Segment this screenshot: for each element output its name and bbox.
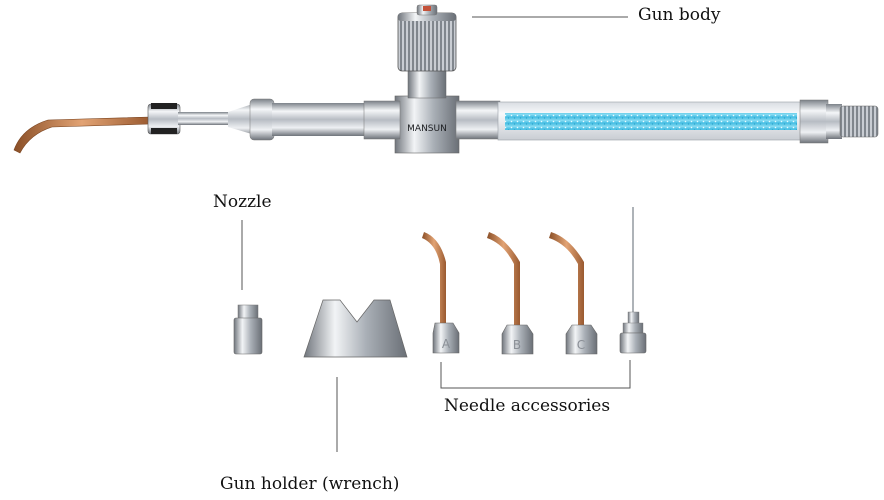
wrench-part bbox=[303, 299, 408, 358]
gun-body-label: Gun body bbox=[638, 5, 721, 25]
end-knurl bbox=[839, 105, 879, 138]
nozzle-label: Nozzle bbox=[213, 192, 272, 212]
fine-needle bbox=[619, 207, 647, 354]
gun-holder-label: Gun holder (wrench) bbox=[220, 474, 400, 494]
blue-filter bbox=[505, 113, 797, 130]
knurled-knob bbox=[397, 12, 457, 72]
nozzle-part bbox=[233, 304, 263, 355]
airbrush-gun: MANSUN bbox=[13, 4, 879, 154]
valve-block bbox=[394, 95, 460, 154]
needle-b: B bbox=[487, 232, 534, 355]
needle-b-letter: B bbox=[513, 338, 521, 352]
brand-text: MANSUN bbox=[407, 124, 447, 134]
needle-c: C bbox=[549, 232, 598, 355]
needle-c-letter: C bbox=[577, 338, 585, 352]
needle-accessories-label: Needle accessories bbox=[444, 396, 611, 416]
copper-tip bbox=[13, 116, 151, 154]
needle-a: A bbox=[422, 232, 460, 354]
needle-a-letter: A bbox=[442, 337, 451, 351]
leader-lines bbox=[241, 16, 631, 452]
